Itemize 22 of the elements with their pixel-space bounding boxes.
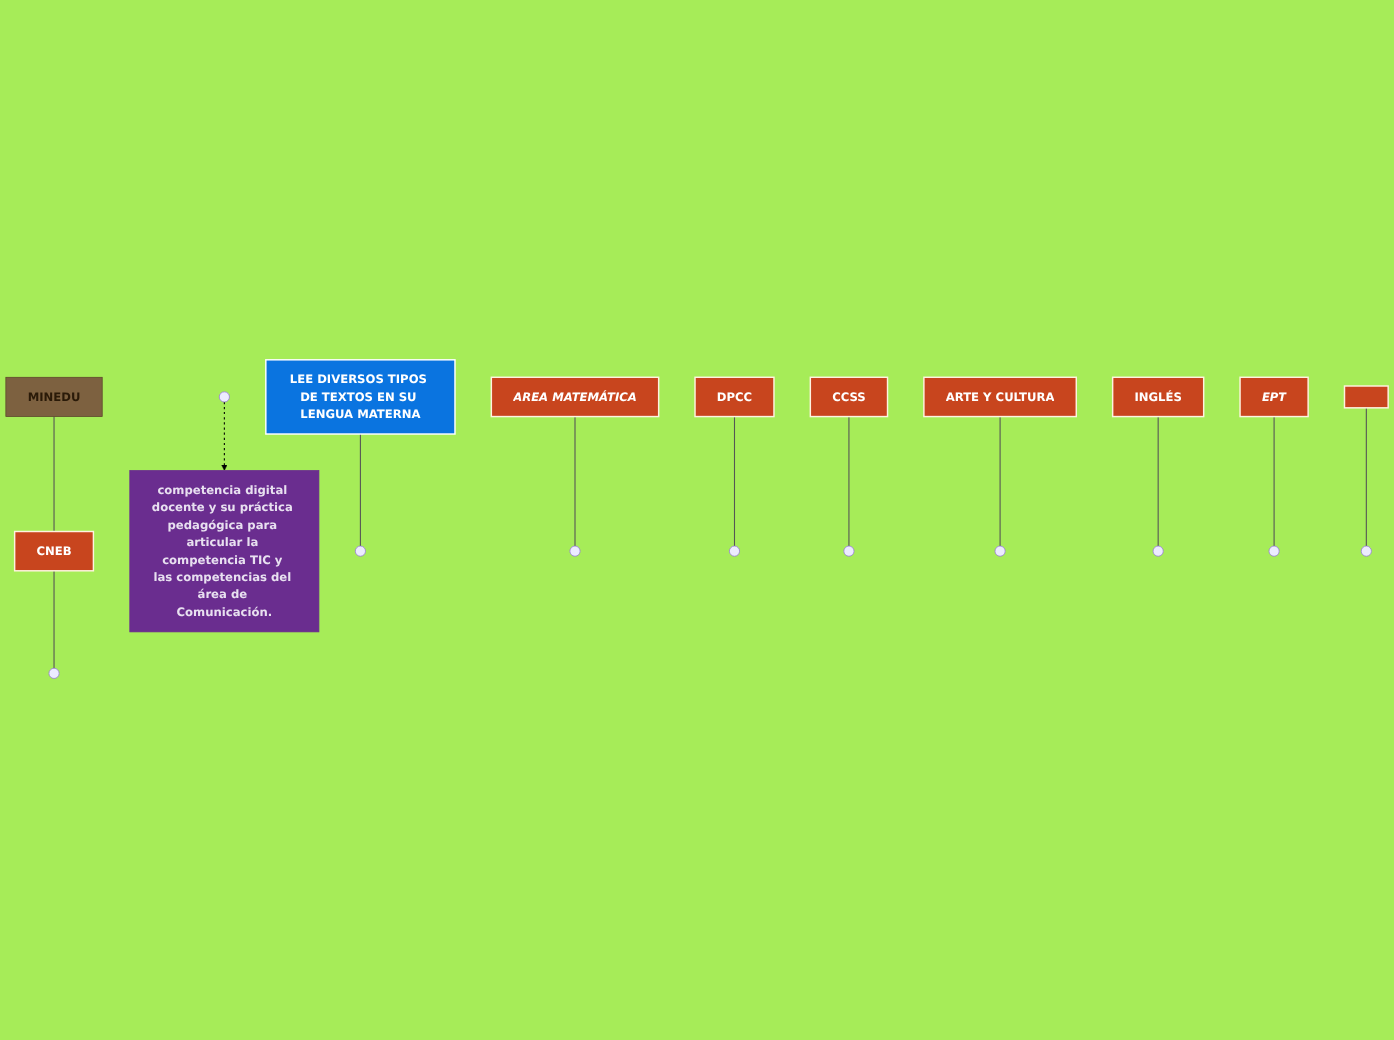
connector [574,416,576,548]
connector [53,416,55,533]
node-box [1343,386,1389,410]
node-box [5,377,103,418]
node-box [1239,377,1309,419]
connector [359,434,361,548]
node-box [1111,377,1205,419]
connector [733,416,736,548]
node-box [923,377,1077,419]
node-box [13,531,95,573]
node-box [809,377,889,419]
node-box [490,377,660,419]
connector [1273,416,1275,548]
node-box [694,377,775,419]
connector [1365,408,1367,548]
node-box [129,470,320,634]
connector [53,571,55,670]
connector [999,416,1001,548]
node-box [265,359,456,436]
connector [848,416,850,548]
connector [1157,416,1159,548]
arrow [221,402,228,472]
